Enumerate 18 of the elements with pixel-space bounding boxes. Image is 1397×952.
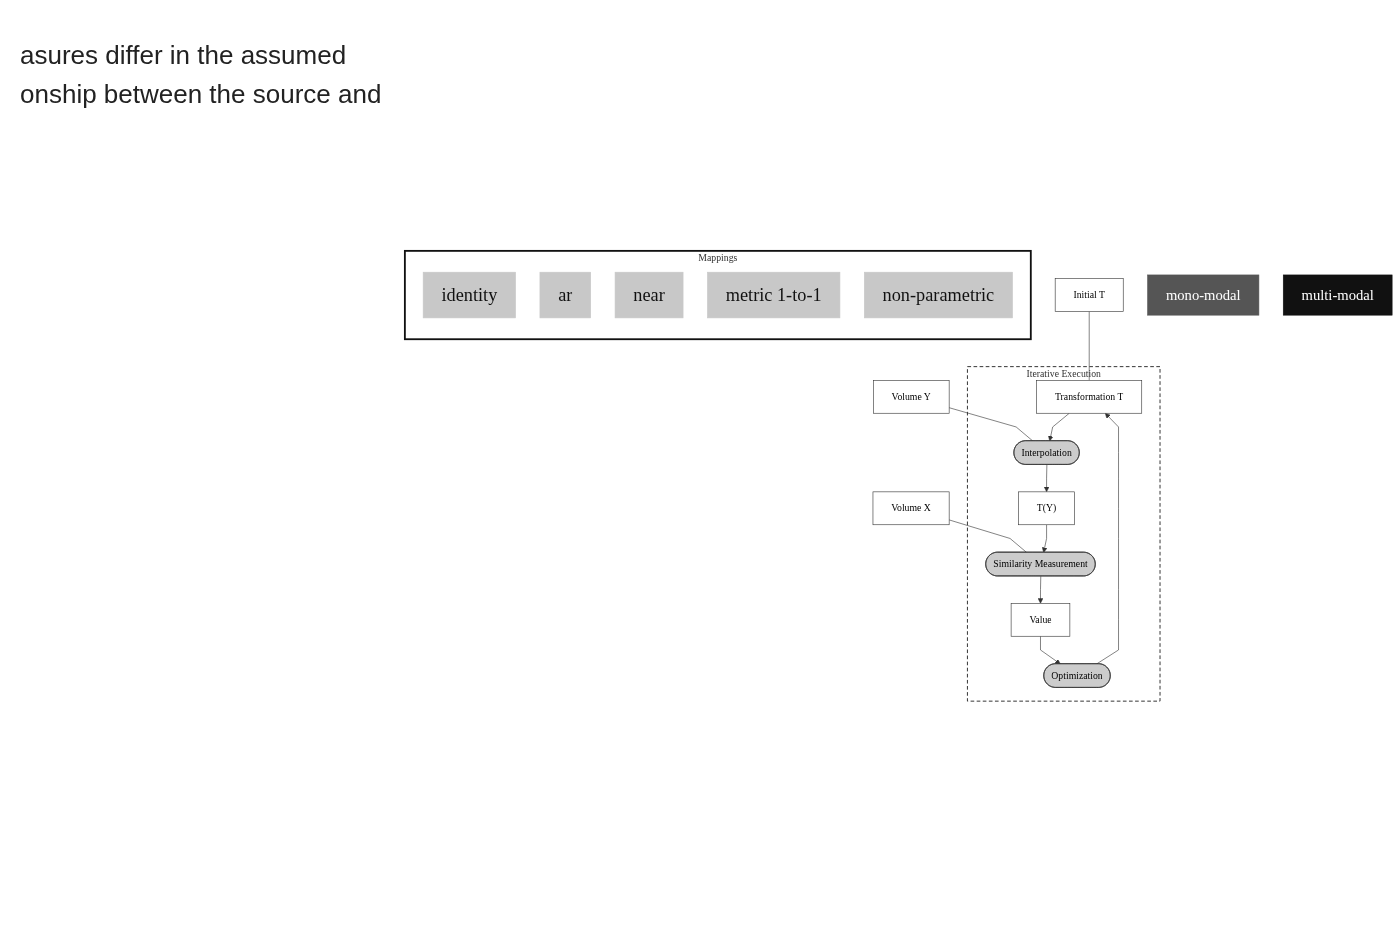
node-box: Value: [1010, 603, 1071, 637]
paragraph-fragment: onship between the source and: [20, 79, 380, 110]
paragraph-fragment: asures differ in the assumed: [20, 40, 348, 71]
node-box: ar: [539, 271, 591, 319]
node-box: Volume Y: [873, 380, 950, 414]
node-box: Transformation T: [1036, 380, 1143, 414]
connector: [1088, 311, 1090, 381]
node-box: multi-modal: [1282, 274, 1393, 316]
node-box: non-parametric: [864, 271, 1013, 319]
node-box: T(Y): [1018, 491, 1075, 526]
node-box: Initial T: [1054, 278, 1124, 312]
node-box: Volume X: [872, 491, 950, 526]
node-box: identity: [422, 271, 516, 319]
node-box: mono-modal: [1147, 274, 1260, 316]
node-box: near: [614, 271, 684, 319]
connector: [948, 407, 1034, 442]
node-box: metric 1-to-1: [707, 271, 841, 319]
connector: [948, 519, 1027, 553]
